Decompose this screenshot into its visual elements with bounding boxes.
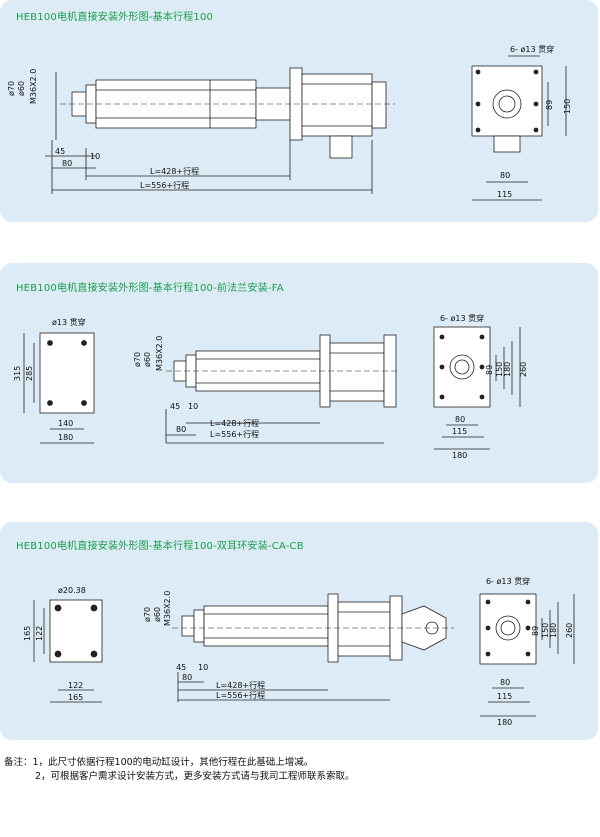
notes-label: 备注：: [4, 757, 33, 768]
end-holes-label: 6- ø13 贯穿: [486, 576, 530, 586]
dim-10: 10: [198, 663, 208, 672]
dim-w180: 180: [452, 451, 467, 460]
dim-thread: M36X2.0: [163, 591, 172, 626]
panel-title: HEB100电机直接安装外形图-基本行程100-双耳环安装-CA-CB: [16, 541, 304, 552]
dim-l2: L=556+行程: [140, 180, 189, 190]
note-text-2: 2，可根据客户需求设计安装方式，更多安装方式请与我司工程师联系索取。: [35, 771, 355, 782]
dim-w115: 115: [452, 427, 467, 436]
dim-10: 10: [90, 152, 100, 161]
end-holes-label: 6- ø13 贯穿: [510, 44, 554, 54]
dim-l2: L=556+行程: [216, 690, 265, 700]
dim-180: 180: [58, 433, 73, 442]
dim-80: 80: [62, 159, 72, 168]
dim-45: 45: [176, 663, 186, 672]
dim-89: 89: [545, 100, 554, 110]
dim-h180: 180: [503, 362, 512, 377]
dim-150: 150: [563, 99, 572, 114]
dim-89: 89: [531, 626, 540, 636]
dim-89: 89: [485, 365, 494, 375]
cylinder-body: [95, 79, 257, 129]
dim-260: 260: [519, 362, 528, 377]
end-view: [479, 593, 575, 717]
panel-front-flange: HEB100电机直接安装外形图-基本行程100-前法兰安装-FA ø13 贯穿 …: [0, 263, 598, 483]
panel-basic: HEB100电机直接安装外形图-基本行程100: [0, 0, 598, 222]
end-view: [433, 326, 521, 450]
motor-housing: [301, 73, 373, 137]
dim-l2: L=556+行程: [210, 429, 259, 439]
note-line-2: 2，可根据客户需求设计安装方式，更多安装方式请与我司工程师联系索取。: [4, 770, 355, 784]
dim-d70: ø70: [7, 81, 16, 96]
dim-80: 80: [182, 673, 192, 682]
dim-w165: 165: [68, 693, 83, 702]
dim-w115: 115: [497, 190, 512, 199]
dim-h180: 180: [549, 623, 558, 638]
note-line-1: 备注：1，此尺寸依据行程100的电动缸设计，其他行程在此基础上增减。: [4, 756, 355, 770]
dim-d70: ø70: [143, 607, 152, 622]
side-view: [172, 593, 454, 702]
dim-l1: L=428+行程: [210, 418, 259, 428]
dim-140: 140: [58, 419, 73, 428]
side-view: [165, 334, 400, 444]
dim-w122: 122: [68, 681, 83, 690]
dim-45: 45: [170, 402, 180, 411]
dim-45: 45: [55, 147, 65, 156]
dim-165: 165: [23, 626, 32, 641]
dim-10: 10: [188, 402, 198, 411]
mount-plate: [33, 599, 103, 703]
end-view: [471, 55, 567, 201]
dim-d60: ø60: [153, 607, 162, 622]
connector: [329, 135, 353, 159]
panel-title: HEB100电机直接安装外形图-基本行程100-前法兰安装-FA: [16, 283, 284, 294]
dim-285: 285: [25, 366, 34, 381]
dim-thread: M36X2.0: [29, 69, 38, 104]
panel-clevis: HEB100电机直接安装外形图-基本行程100-双耳环安装-CA-CB ø20.…: [0, 522, 598, 740]
dim-l1: L=428+行程: [216, 680, 265, 690]
notes: 备注：1，此尺寸依据行程100的电动缸设计，其他行程在此基础上增减。 2，可根据…: [4, 756, 355, 784]
flange-holes-label: ø13 贯穿: [52, 317, 86, 327]
dim-w180: 180: [497, 718, 512, 727]
dim-150: 150: [495, 362, 504, 377]
dim-260: 260: [565, 623, 574, 638]
dim-d60: ø60: [17, 81, 26, 96]
dim-w80: 80: [455, 415, 465, 424]
dim-315: 315: [13, 366, 22, 381]
dim-150: 150: [541, 623, 550, 638]
drawing-front-flange: ø13 贯穿 315 285 140 180 ø70 ø60 M36X2.0 4…: [13, 313, 528, 460]
dim-l1: L=428+行程: [150, 166, 199, 176]
dim-w80: 80: [500, 171, 510, 180]
plate-hole-label: ø20.38: [58, 586, 86, 595]
dim-d60: ø60: [143, 352, 152, 367]
note-text-1: 1，此尺寸依据行程100的电动缸设计，其他行程在此基础上增减。: [32, 757, 314, 768]
drawing-basic: ø70 ø60 M36X2.0 45 10 80 L=428+行程 L=556+…: [7, 44, 572, 201]
dim-thread: M36X2.0: [155, 336, 164, 371]
flange-plate: [23, 332, 95, 444]
end-holes-label: 6- ø13 贯穿: [440, 313, 484, 323]
dim-d70: ø70: [133, 352, 142, 367]
dim-80: 80: [176, 425, 186, 434]
dim-122: 122: [35, 626, 44, 641]
drawing-clevis: ø20.38 165 122 122 165 ø70 ø60 M36X2.: [23, 576, 575, 727]
dim-w80: 80: [500, 678, 510, 687]
dim-w115: 115: [497, 692, 512, 701]
panel-title: HEB100电机直接安装外形图-基本行程100: [16, 12, 214, 23]
